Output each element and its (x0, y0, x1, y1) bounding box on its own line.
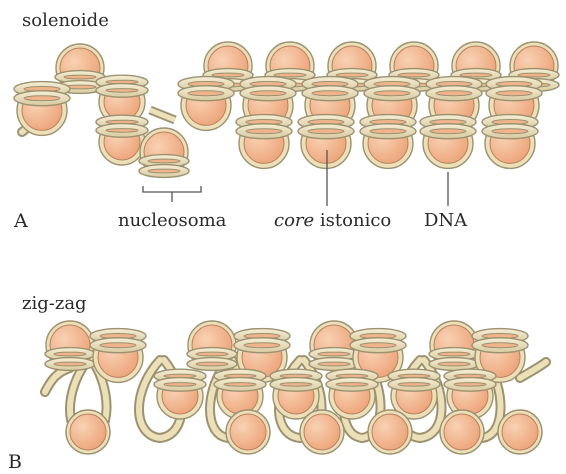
nucleosome (226, 410, 270, 454)
nucleosome (360, 115, 416, 169)
core-histone-label: core istonico (274, 212, 391, 230)
nucleosome (482, 115, 538, 169)
nucleosome (66, 410, 110, 454)
nucleosome (45, 321, 95, 370)
nucleosome (498, 410, 542, 454)
nucleosome (420, 115, 476, 169)
panel-b-title: zig-zag (22, 295, 87, 313)
nucleosome (368, 410, 412, 454)
panel-b-letter: B (8, 453, 22, 472)
panel-a-title: solenoide (22, 12, 109, 30)
nucleosome-bracket (143, 186, 201, 202)
nucleosome (298, 115, 354, 169)
nucleosome (300, 410, 344, 454)
nucleosome (154, 369, 206, 419)
dna-label: DNA (424, 212, 467, 230)
nucleosome-label: nucleosoma (118, 212, 226, 230)
nucleosome (187, 321, 237, 370)
nucleosome (178, 77, 234, 131)
core-label-italic-part: core (274, 210, 314, 231)
nucleosome (139, 128, 189, 177)
core-label-rest: istonico (314, 210, 391, 231)
panel-a-letter: A (14, 212, 28, 231)
nucleosome (440, 410, 484, 454)
nucleosome (326, 369, 378, 419)
nucleosome (236, 115, 292, 169)
